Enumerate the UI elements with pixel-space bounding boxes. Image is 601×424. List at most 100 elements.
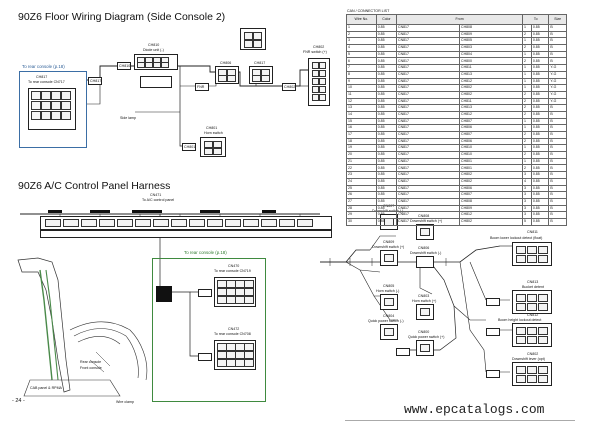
table-header-row: Wire No. Color From To Size [346,14,567,25]
cn805-desc: Horn switch (-) [376,289,400,293]
watermark-url[interactable]: www.epcatalogs.com [404,402,545,417]
table-cell: 0.85 [375,144,398,153]
cn802-right-desc: Downshift lever (opt) [512,357,545,361]
table-cell: 0.85 [375,57,398,66]
table-cell: 2 [346,30,377,39]
table-cell: 4 [346,44,377,52]
rear-console-label: Rear console [80,360,102,364]
table-cell: CH802 [459,90,524,99]
table-cell: 0.85 [375,157,398,166]
table-cell: CN817 [396,157,461,166]
rear-console-reference[interactable]: To rear console (p.18) [22,64,65,69]
table-cell: B [548,164,567,173]
wire-tag-r3 [486,370,500,378]
table-cell: 0.85 [530,211,550,219]
cn802-right-connector [512,362,552,386]
table-cell: 0.85 [375,50,398,59]
table-cell: 14 [346,110,377,119]
table-cell: CH803 [459,44,524,52]
table-cell: CN817 [396,131,461,139]
table-cell: 3 [346,37,377,46]
cn808-connector [416,224,434,240]
table-cell: CN817 [396,50,461,59]
table-cell: 0.85 [375,24,398,32]
table-cell: 2 [522,97,532,106]
table-cell: 5 [522,217,532,226]
cn806-desc: Downshift switch (-) [410,251,442,255]
table-cell: CH810 [459,151,524,159]
table-cell: 0.85 [375,137,398,146]
table-cell: B [548,131,567,139]
table-cell: B [548,144,567,153]
table-cell: 0.85 [375,204,398,213]
table-cell: 16 [346,124,377,132]
table-cell: 22 [346,164,377,173]
cn471-connector-strip-lower [40,230,332,238]
table-cell: CN817 [396,70,461,79]
table-cell: Y-G [548,64,567,72]
table-cell: B [548,157,567,166]
table-cell: CN817 [396,24,461,32]
ch802-connector [308,58,330,106]
table-cell: B [548,184,567,193]
table-cell: B [548,124,567,132]
cn806-connector [416,256,434,268]
cn805-name: CN805 [383,284,395,288]
wire-tag-ch801: CH801 [182,143,196,151]
table-cell: CH805 [459,37,524,46]
table-cell: CH811 [459,64,524,72]
table-cell: 0.85 [375,70,398,79]
table-cell: 0.85 [530,44,550,52]
cn804-desc: Quick power switch (-) [368,319,404,323]
ch817-left-connector [28,88,76,130]
table-cell: 3 [522,191,532,199]
table-cell: CN817 [396,204,461,213]
table-cell: 1 [522,157,532,166]
table-cell: 17 [346,131,377,139]
table-cell: 3 [522,197,532,206]
table-cell: 11 [346,90,377,99]
ch817-highlight-box [19,71,87,148]
table-cell: 2 [522,151,532,159]
table-cell: 1 [522,37,532,46]
ch806-connector [215,66,239,84]
table-cell: 0.85 [530,77,550,86]
top-connector [240,28,266,50]
table-cell: 8 [346,70,377,79]
table-cell: CH807 [459,191,524,199]
cn471-desc: To A/C control panel [142,198,175,202]
table-cell: CN817 [396,184,461,193]
cn806-name: CN806 [418,246,430,250]
ch817-center-name: CH817 [254,61,266,65]
table-cell: CH808 [459,24,524,32]
table-cell: 0.85 [530,124,550,132]
rear-console-green-ref[interactable]: To rear console (p.18) [184,250,227,255]
side-lamp-label: Side lamp [120,116,136,120]
ch810-diode-block [140,76,172,88]
table-cell: B [548,204,567,213]
cn805-connector [380,294,398,310]
table-cell: Y-G [548,84,567,92]
ch810-name: CH810 [148,43,160,47]
table-cell: B [548,117,567,126]
table-cell: 0.85 [375,184,398,193]
cn811-connector [512,242,552,266]
table-cell: 3 [522,171,532,179]
cn800-connector [416,340,434,356]
cn803-name: CN803 [418,294,430,298]
table-cell: CH806 [459,184,524,193]
ch801-connector [200,137,226,157]
table-cell: CN817 [396,144,461,153]
table-cell: CH802 [459,171,524,179]
table-cell: 0.85 [530,117,550,126]
table-cell: Y-G [548,77,567,86]
table-cell: CH802 [459,217,524,226]
table-cell: CH806 [459,137,524,146]
